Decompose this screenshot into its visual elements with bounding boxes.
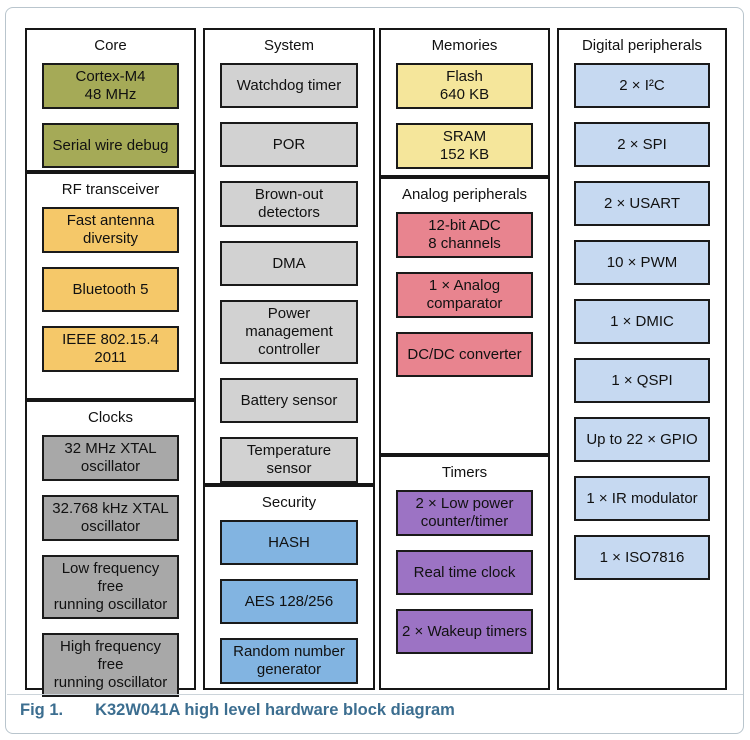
block-32-mhz-xtal-oscillator: 32 MHz XTAL oscillator [42,435,179,481]
block-low-frequency-free-running-oscillator: Low frequency free running oscillator [42,555,179,619]
block-10-pwm: 10 × PWM [574,240,710,285]
block-1-ir-modulator: 1 × IR modulator [574,476,710,521]
block-dma: DMA [220,241,358,286]
block-sram-152-kb: SRAM 152 KB [396,123,533,169]
block-serial-wire-debug: Serial wire debug [42,123,179,168]
block-brown-out-detectors: Brown-out detectors [220,181,358,227]
block-temperature-sensor: Temperature sensor [220,437,358,483]
block-up-to-22-gpio: Up to 22 × GPIO [574,417,710,462]
block-1-dmic: 1 × DMIC [574,299,710,344]
block-power-management-controller: Power management controller [220,300,358,364]
section-title-core: Core [94,37,127,54]
section-digital: Digital peripherals 2 × I²C 2 × SPI 2 × USA… [557,28,727,690]
section-title-memories: Memories [431,37,498,54]
block-12-bit-adc-8-channels: 12-bit ADC 8 channels [396,212,533,258]
section-clocks: Clocks 32 MHz XTAL oscillator 32.768 kHz X… [25,400,196,697]
section-blocks-memories: Flash 640 KB SRAM 152 KB [381,63,548,169]
section-title-system: System [263,37,314,54]
block-2-low-power-counter-timer: 2 × Low power counter/timer [396,490,533,536]
block-aes-128-256: AES 128/256 [220,579,358,624]
block-watchdog-timer: Watchdog timer [220,63,358,108]
block-2-i-c: 2 × I²C [574,63,710,108]
block-real-time-clock: Real time clock [396,550,533,595]
block-1-qspi: 1 × QSPI [574,358,710,403]
section-blocks-clocks: 32 MHz XTAL oscillator 32.768 kHz XTAL os… [27,435,194,697]
block-por: POR [220,122,358,167]
block-32-768-khz-xtal-oscillator: 32.768 kHz XTAL oscillator [42,495,179,541]
block-1-iso7816: 1 × ISO7816 [574,535,710,580]
block-cortex-m4-48-mhz: Cortex-M4 48 MHz [42,63,179,109]
block-2-wakeup-timers: 2 × Wakeup timers [396,609,533,654]
figure-caption: Fig 1. K32W041A high level hardware bloc… [20,701,455,720]
section-title-rf: RF transceiver [61,181,160,198]
figure-title: K32W041A high level hardware block diagr… [95,701,455,719]
block-ieee-802-15-4-2011: IEEE 802.15.4 2011 [42,326,179,372]
block-2-spi: 2 × SPI [574,122,710,167]
block-battery-sensor: Battery sensor [220,378,358,423]
figure-label: Fig 1. [20,701,64,719]
block-random-number-generator: Random number generator [220,638,358,684]
diagram-column-4: Digital peripherals 2 × I²C 2 × SPI 2 × USA… [557,28,727,690]
block-flash-640-kb: Flash 640 KB [396,63,533,109]
block-1-analog-comparator: 1 × Analog comparator [396,272,533,318]
block-fast-antenna-diversity: Fast antenna diversity [42,207,179,253]
section-blocks-digital: 2 × I²C 2 × SPI 2 × USART 10 × PWM 1 × DMIC 1… [559,63,725,580]
section-title-analog: Analog peripherals [401,186,528,203]
block-bluetooth-5: Bluetooth 5 [42,267,179,312]
caption-divider [7,694,743,695]
section-title-clocks: Clocks [87,409,133,426]
block-hash: HASH [220,520,358,565]
block-high-frequency-free-running-oscillator: High frequency free running oscillator [42,633,179,697]
block-2-usart: 2 × USART [574,181,710,226]
section-title-digital: Digital peripherals [581,37,703,54]
block-dc-dc-converter: DC/DC converter [396,332,533,377]
section-title-timers: Timers [441,464,488,481]
section-blocks-analog: 12-bit ADC 8 channels 1 × Analog comparat… [381,212,548,377]
section-title-security: Security [261,494,317,511]
